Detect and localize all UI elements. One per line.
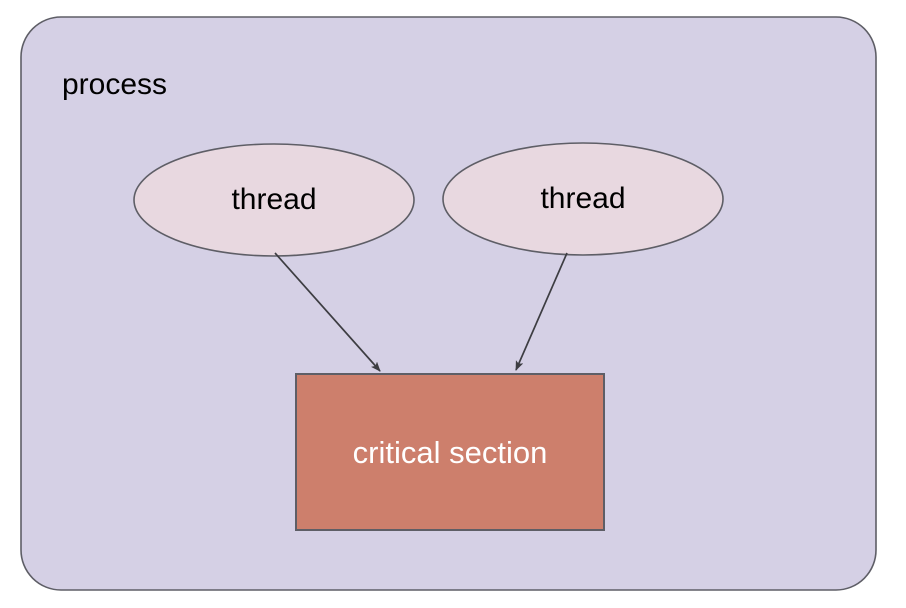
arrow-right-thread-to-critical[interactable]	[515, 252, 568, 371]
process-label: process	[62, 68, 167, 101]
arrow-left-thread-to-critical[interactable]	[274, 252, 381, 372]
thread-left-label: thread	[231, 183, 316, 216]
critical-section-label: critical section	[353, 435, 548, 470]
critical-section-box[interactable]	[295, 373, 605, 531]
thread-ellipse-left[interactable]	[133, 143, 415, 257]
thread-right-label: thread	[540, 182, 625, 215]
thread-ellipse-right[interactable]	[442, 142, 724, 256]
